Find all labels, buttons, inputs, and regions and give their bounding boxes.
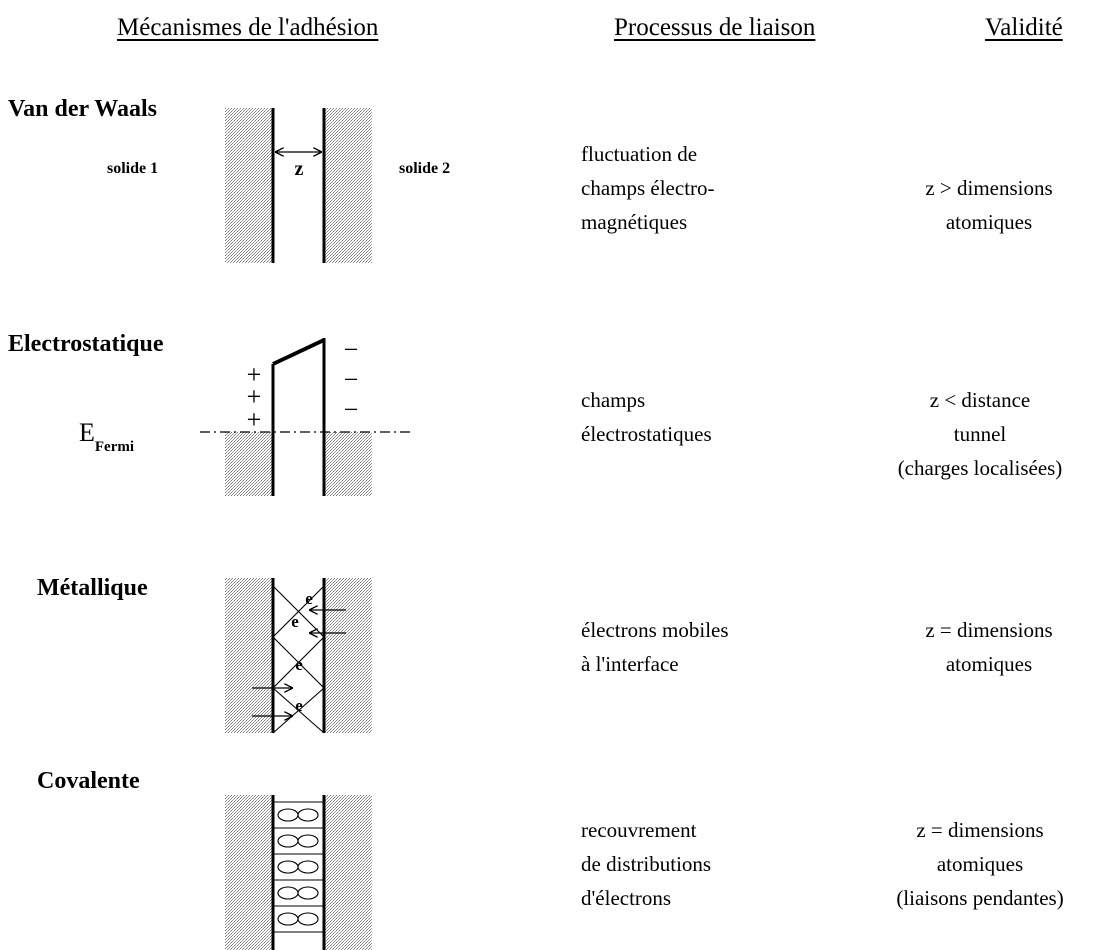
process-line: électrons mobiles xyxy=(581,618,729,642)
mechanism-label: Van der Waals xyxy=(8,96,157,122)
solid-2-block xyxy=(324,432,372,496)
validity-line: z = dimensions xyxy=(925,618,1053,642)
solid-1-block xyxy=(225,108,273,263)
solid-1-block xyxy=(225,432,273,496)
validity-line: atomiques xyxy=(936,852,1024,876)
header-process: Processus de liaison xyxy=(614,14,816,41)
electron-label: e xyxy=(291,612,299,631)
electrostatic-diagram: + + + − − − xyxy=(200,335,412,496)
electron-lattice xyxy=(272,585,325,734)
process-text: fluctuation de champs électro- magnétiqu… xyxy=(581,137,715,239)
validity-line: (liaisons pendantes) xyxy=(896,886,1064,910)
solid-2-label: solide 2 xyxy=(399,160,451,177)
solid-1-block xyxy=(225,795,273,950)
process-text: champs électrostatiques xyxy=(581,383,712,451)
process-line: d'électrons xyxy=(581,886,672,910)
fermi-label: EFermi xyxy=(79,418,134,456)
solid-2-block xyxy=(324,795,372,950)
process-line: champs xyxy=(581,388,646,412)
electron-label: e xyxy=(305,589,313,608)
process-line: magnétiques xyxy=(581,210,688,234)
vdw-diagram: z xyxy=(225,108,372,263)
process-line: électrostatiques xyxy=(581,422,712,446)
header-validity: Validité xyxy=(985,14,1063,41)
electron-label: e xyxy=(295,655,303,674)
minus-sign: − xyxy=(344,365,359,394)
header-mechanisms: Mécanismes de l'adhésion xyxy=(117,14,379,41)
validity-text: z < distance tunnel (charges localisées) xyxy=(860,383,1100,485)
gap-label: z xyxy=(295,158,304,180)
minus-sign: − xyxy=(344,395,359,424)
validity-line: z > dimensions xyxy=(925,176,1053,200)
potential-barrier-line xyxy=(272,338,325,366)
solid-1-block xyxy=(225,578,273,733)
process-line: à l'interface xyxy=(581,652,679,676)
validity-text: z = dimensions atomiques (liaisons penda… xyxy=(860,813,1100,915)
validity-line: atomiques xyxy=(945,210,1033,234)
validity-line: tunnel xyxy=(953,422,1007,446)
validity-line: atomiques xyxy=(945,652,1033,676)
covalent-bonds xyxy=(273,801,324,933)
validity-line: z < distance xyxy=(929,388,1031,412)
solid-2-block xyxy=(324,578,372,733)
mechanism-label: Métallique xyxy=(37,575,148,601)
validity-text: z > dimensions atomiques xyxy=(880,171,1098,239)
validity-line: (charges localisées) xyxy=(897,456,1063,480)
solid-1-label: solide 1 xyxy=(107,160,159,177)
plus-sign: + xyxy=(247,405,262,434)
fermi-main: E xyxy=(79,418,95,447)
metallic-diagram: e e e e xyxy=(225,578,372,734)
fermi-subscript: Fermi xyxy=(94,439,135,455)
solid-2-block xyxy=(324,108,372,263)
process-text: recouvrement de distributions d'électron… xyxy=(581,813,711,915)
mechanism-label: Covalente xyxy=(37,768,140,794)
plus-sign: + xyxy=(247,382,262,411)
validity-line: z = dimensions xyxy=(916,818,1044,842)
process-line: fluctuation de xyxy=(581,142,698,166)
validity-text: z = dimensions atomiques xyxy=(880,613,1098,681)
covalent-diagram xyxy=(225,795,372,950)
mechanism-label: Electrostatique xyxy=(8,331,164,357)
process-line: champs électro- xyxy=(581,176,715,200)
process-line: recouvrement xyxy=(581,818,697,842)
minus-sign: − xyxy=(344,335,359,364)
process-line: de distributions xyxy=(581,852,712,876)
process-text: électrons mobiles à l'interface xyxy=(581,613,729,681)
plus-sign: + xyxy=(247,360,262,389)
electron-label: e xyxy=(295,696,303,715)
